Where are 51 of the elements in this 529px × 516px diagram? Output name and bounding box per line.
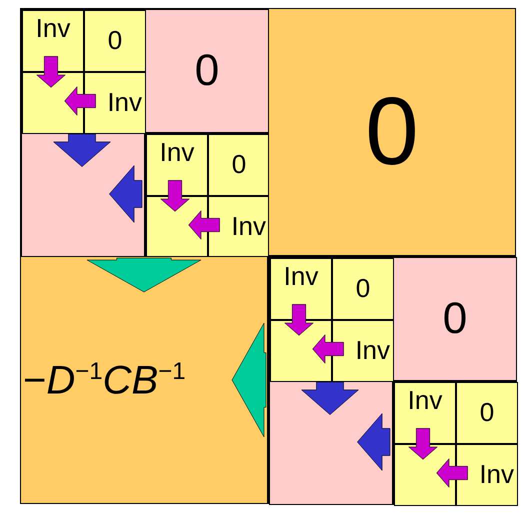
matrix-cell (270, 258, 332, 320)
matrix-label: Inv (355, 337, 391, 365)
matrix-quadrant (268, 8, 516, 256)
matrix-label: Inv (160, 136, 194, 166)
matrix-cell (456, 382, 518, 444)
matrix-label: Inv (231, 213, 267, 241)
block-arrow (64, 86, 96, 116)
matrix-cell (456, 444, 518, 506)
block-arrow (301, 382, 359, 415)
matrix-label: Inv (36, 12, 70, 42)
matrix-label: 0 (232, 151, 246, 179)
matrix-block (269, 257, 393, 381)
matrix-block (145, 9, 269, 133)
block-arrow (232, 322, 266, 438)
matrix-label: 0 (356, 275, 370, 303)
matrix-cell (146, 134, 208, 196)
matrix-label: Inv (408, 384, 442, 414)
matrix-block (393, 381, 517, 505)
matrix-cell (84, 10, 146, 72)
matrix-cell (332, 258, 394, 320)
matrix-block (21, 9, 145, 133)
matrix-cell (84, 72, 146, 134)
matrix-quadrant (268, 256, 516, 504)
block-arrow (408, 428, 438, 460)
matrix-cell (394, 382, 456, 444)
matrix-block (145, 133, 269, 257)
matrix-label: Inv (284, 260, 318, 290)
block-arrow (160, 180, 190, 212)
matrix-label: Inv (479, 461, 515, 489)
block-arrow (188, 210, 220, 240)
matrix-label: Inv (107, 89, 143, 117)
block-arrow (109, 165, 142, 223)
block-arrow (436, 458, 468, 488)
block-arrow (86, 258, 202, 292)
block-arrow (312, 334, 344, 364)
matrix-label: −D$^{−1}$CB$^{−1}$ (22, 358, 186, 402)
matrix-block (393, 257, 517, 381)
block-arrow (53, 134, 111, 167)
matrix-label: 0 (442, 296, 468, 342)
block-arrow (36, 56, 66, 88)
matrix-quadrant (20, 256, 268, 504)
block-arrow (284, 304, 314, 336)
matrix-label: 0 (194, 48, 220, 94)
matrix-cell (22, 10, 84, 72)
matrix-label: 0 (108, 27, 122, 55)
matrix-cell (208, 134, 270, 196)
matrix-label: 0 (480, 399, 494, 427)
block-arrow (357, 413, 390, 471)
matrix-cell (332, 320, 394, 382)
matrix-label: 0 (365, 82, 419, 182)
matrix-quadrant (20, 8, 268, 256)
